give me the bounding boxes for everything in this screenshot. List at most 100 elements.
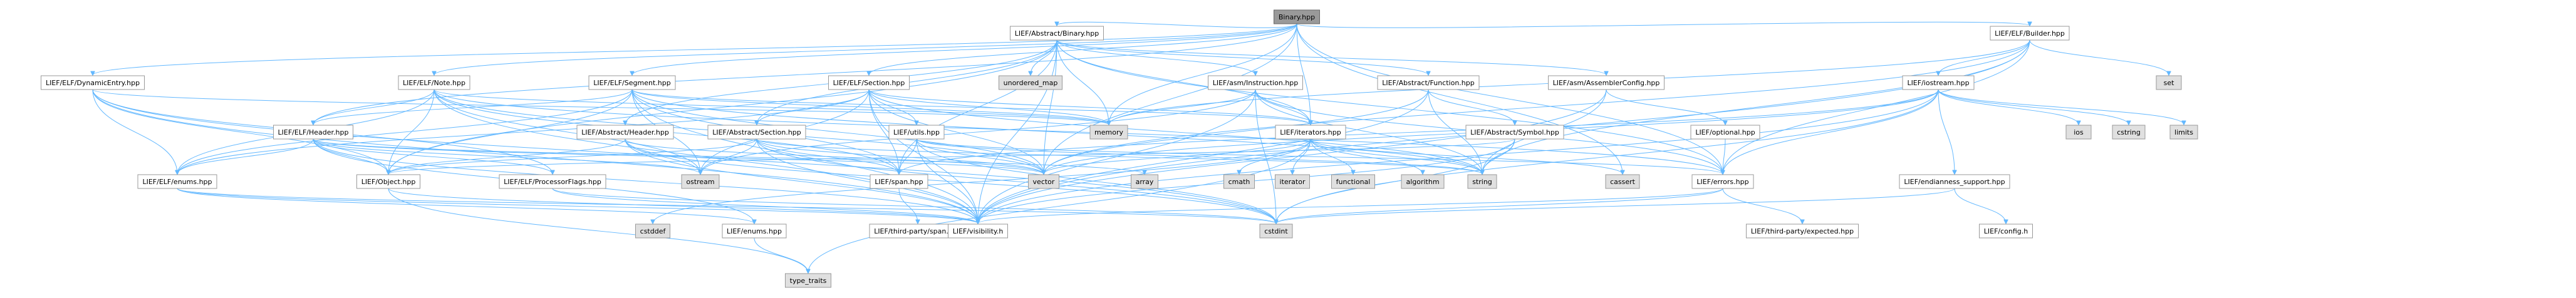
edge-abs_binary-to-asm_instr: [1056, 39, 1255, 75]
node-visibility[interactable]: LIEF/visibility.h: [948, 224, 1008, 239]
node-lief-enums[interactable]: LIEF/enums.hpp: [722, 224, 787, 239]
node-abs-symbol[interactable]: LIEF/Abstract/Symbol.hpp: [1465, 125, 1564, 140]
edge-elf_note-to-visibility: [434, 89, 978, 224]
node-elf-builder[interactable]: LIEF/ELF/Builder.hpp: [1990, 26, 2070, 41]
edge-abs_header-to-ostream: [625, 138, 700, 174]
edge-elf_segment-to-string: [631, 89, 1482, 174]
node-label: LIEF/third-party/span.hpp: [874, 227, 962, 235]
node-box: [1131, 174, 1158, 189]
edge-elf_section-to-visibility: [868, 89, 978, 224]
node-box: [1467, 174, 1497, 189]
node-cmath: cmath: [1223, 174, 1255, 189]
edge-binary-to-errors: [1296, 23, 1723, 174]
edge-iostream-to-limits: [1938, 89, 2184, 125]
edge-elf_header-to-visibility: [313, 138, 978, 224]
edge-elf_builder-to-string: [1482, 39, 2030, 174]
edge-binary-to-elf_dynentry: [93, 23, 1297, 75]
node-box: [1274, 9, 1320, 24]
node-utils[interactable]: LIEF/utils.hpp: [888, 125, 945, 140]
node-span[interactable]: LIEF/span.hpp: [870, 174, 928, 189]
node-tp-expected[interactable]: LIEF/third-party/expected.hpp: [1746, 224, 1859, 239]
edge-elf_builder-to-vector: [1044, 39, 2030, 174]
node-label: LIEF/ELF/Builder.hpp: [1995, 29, 2065, 38]
edge-elf_header-to-vector: [313, 138, 1044, 174]
node-label: array: [1136, 178, 1154, 186]
node-label: LIEF/ELF/Segment.hpp: [593, 79, 670, 87]
node-config[interactable]: LIEF/config.h: [1979, 224, 2033, 239]
edge-binary-to-elf_segment: [632, 23, 1297, 75]
edge-iterators-to-algorithm: [1310, 138, 1423, 174]
node-elf-procflags[interactable]: LIEF/ELF/ProcessorFlags.hpp: [499, 174, 606, 189]
edge-abs_header-to-vector: [625, 138, 1044, 174]
node-label: LIEF/ELF/ProcessorFlags.hpp: [504, 178, 601, 186]
edge-elf_segment-to-memory: [631, 89, 1109, 125]
node-memory: memory: [1089, 125, 1128, 140]
edge-elf_builder-to-set: [2029, 39, 2169, 75]
node-box: [2156, 75, 2182, 90]
edge-endianness-to-config: [1954, 188, 2006, 224]
node-box: [785, 273, 831, 288]
node-tp-span[interactable]: LIEF/third-party/span.hpp: [869, 224, 967, 239]
node-abs-section[interactable]: LIEF/Abstract/Section.hpp: [707, 125, 806, 140]
node-label: LIEF/ELF/enums.hpp: [142, 178, 212, 186]
node-label: cstring: [2117, 128, 2141, 136]
node-optional[interactable]: LIEF/optional.hpp: [1690, 125, 1760, 140]
node-box: [1690, 125, 1760, 140]
edge-asm_instr-to-string: [1255, 89, 1482, 174]
node-abs-header[interactable]: LIEF/Abstract/Header.hpp: [576, 125, 674, 140]
node-endianness[interactable]: LIEF/endianness_support.hpp: [1899, 174, 2010, 189]
node-label: string: [1472, 178, 1492, 186]
edge-optional-to-errors: [1723, 138, 1726, 174]
node-elf-segment[interactable]: LIEF/ELF/Segment.hpp: [588, 75, 676, 90]
edge-elf_section-to-elf_enums: [177, 89, 870, 174]
node-object[interactable]: LIEF/Object.hpp: [356, 174, 420, 189]
edge-abs_binary-to-vector: [1044, 39, 1057, 174]
edge-abs_binary-to-memory: [1056, 39, 1109, 125]
edge-object-to-type_traits: [388, 188, 808, 273]
node-abs-binary[interactable]: LIEF/Abstract/Binary.hpp: [1010, 26, 1104, 41]
edge-utils-to-cstdint: [916, 138, 1276, 224]
node-vector: vector: [1028, 174, 1059, 189]
node-box: [1465, 125, 1564, 140]
edge-iterators-to-cmath: [1239, 138, 1311, 174]
node-elf-note[interactable]: LIEF/ELF/Note.hpp: [398, 75, 470, 90]
node-abs-function[interactable]: LIEF/Abstract/Function.hpp: [1377, 75, 1480, 90]
edge-elf_dynentry-to-visibility: [92, 89, 978, 224]
node-iterators[interactable]: LIEF/iterators.hpp: [1275, 125, 1346, 140]
edge-endianness-to-cstdint: [1276, 188, 1955, 224]
node-iostream[interactable]: LIEF/iostream.hpp: [1902, 75, 1975, 90]
edge-iostream-to-errors: [1723, 89, 1939, 174]
node-elf-enums[interactable]: LIEF/ELF/enums.hpp: [137, 174, 217, 189]
edge-binary-to-cassert: [1296, 23, 1623, 174]
node-elf-dynentry[interactable]: LIEF/ELF/DynamicEntry.hpp: [41, 75, 145, 90]
node-label: unordered_map: [1004, 79, 1058, 87]
edge-elf_section-to-iterators: [868, 89, 1311, 125]
node-label: LIEF/enums.hpp: [727, 227, 782, 235]
edge-abs_header-to-object: [388, 138, 626, 174]
node-box: [635, 224, 670, 239]
node-label: LIEF/Object.hpp: [361, 178, 416, 186]
edge-iostream-to-endianness: [1938, 89, 1955, 174]
edge-binary-to-memory: [1109, 23, 1297, 125]
node-asm-instr[interactable]: LIEF/asm/Instruction.hpp: [1208, 75, 1303, 90]
node-label: ostream: [686, 178, 714, 186]
node-asm-cfg[interactable]: LIEF/asm/AssemblerConfig.hpp: [1548, 75, 1665, 90]
edge-elf_note-to-errors: [434, 89, 1723, 174]
edge-abs_binary-to-unordered_map: [1031, 39, 1057, 75]
node-unordered-map: unordered_map: [999, 75, 1062, 90]
edge-elf_note-to-memory: [434, 89, 1109, 125]
edge-span-to-tp_span: [898, 188, 918, 224]
node-cstring: cstring: [2112, 125, 2146, 140]
edge-iterators-to-string: [1310, 138, 1482, 174]
node-box: [1605, 174, 1640, 189]
node-elf-section[interactable]: LIEF/ELF/Section.hpp: [828, 75, 910, 90]
node-errors[interactable]: LIEF/errors.hpp: [1691, 174, 1754, 189]
edge-elf_segment-to-vector: [631, 89, 1044, 174]
edge-errors-to-cstdint: [1276, 188, 1723, 224]
edge-utils-to-visibility: [916, 138, 978, 224]
node-elf-header[interactable]: LIEF/ELF/Header.hpp: [273, 125, 353, 140]
node-cassert: cassert: [1605, 174, 1640, 189]
node-label: algorithm: [1406, 178, 1439, 186]
edge-binary-to-elf_builder: [1296, 22, 2030, 28]
